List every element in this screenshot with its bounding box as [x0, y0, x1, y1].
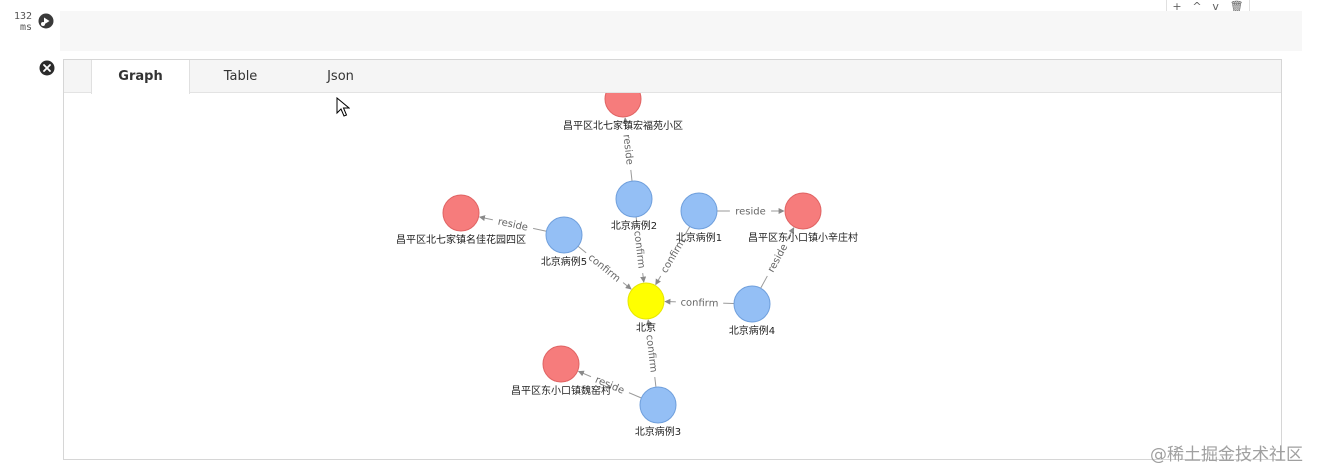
code-token: cypher_query [254, 50, 344, 51]
edge-label-group: confirm [643, 329, 661, 378]
edge-label: reside [497, 217, 529, 234]
code-token: 'row' [743, 50, 781, 51]
graph-node-place[interactable] [604, 93, 642, 118]
edge-label: reside [735, 207, 766, 218]
graph-node-case[interactable] [733, 285, 771, 323]
clear-output-icon[interactable] [39, 60, 55, 76]
node-label: 北京病例3 [635, 425, 681, 438]
edge-label-bg [620, 128, 637, 171]
code-token: 'graph' [789, 50, 842, 51]
graph-node-case[interactable] [545, 216, 583, 254]
code-token: ,formats=[ [668, 50, 743, 51]
node-label: 北京病例5 [541, 255, 587, 268]
edge-label-bg [729, 205, 772, 217]
move-up-icon[interactable]: ^ [1192, 0, 1202, 13]
graph-node-case[interactable] [615, 180, 653, 218]
code-line-1: cypher_result = ges_util.cypher_query("m… [66, 49, 1296, 51]
output-area: Graph Table Json reside reside reside resid… [63, 59, 1282, 460]
edge-label: confirm [586, 252, 622, 284]
edge-label-group: reside [491, 213, 535, 235]
edge-label-bg [491, 213, 535, 235]
edge-label-group: reside [729, 205, 772, 218]
edge-label-bg [762, 236, 793, 279]
code-token: , [781, 50, 789, 51]
node-label: 昌平区北七家镇宏福苑小区 [563, 119, 683, 132]
edge-label: reside [766, 242, 790, 274]
code-editor[interactable]: cypher_result = ges_util.cypher_query("m… [60, 11, 1302, 51]
node-label: 北京病例1 [676, 231, 722, 244]
edge-label-group: confirm [631, 225, 649, 274]
edge-label-bg [582, 248, 627, 288]
edge-label-bg [655, 232, 690, 280]
graph-node-case[interactable] [680, 192, 718, 230]
edge-label-bg [631, 225, 649, 274]
code-token: cypher_result = ges_util. [66, 50, 254, 51]
edge-label-group: confirm [582, 248, 627, 288]
run-cell-icon[interactable] [38, 13, 54, 29]
tab-json[interactable]: Json [327, 69, 354, 84]
code-token: "match (n)-[r]->(m) return n,r,m limit 1… [352, 50, 668, 51]
edge-label-bg [675, 295, 724, 310]
execution-count: 132 ms [13, 11, 32, 33]
graph-node-place[interactable] [784, 192, 822, 230]
graph-node-city[interactable] [627, 282, 665, 320]
output-tabbar: Graph Table Json [64, 60, 1281, 94]
code-token: ]); [841, 50, 864, 51]
add-cell-icon[interactable]: + [1172, 0, 1182, 13]
node-label: 昌平区北七家镇名佳花园四区 [396, 233, 526, 246]
node-label: 昌平区东小口镇魏窑村 [511, 384, 611, 397]
tab-table[interactable]: Table [223, 69, 258, 84]
edge-label-bg [643, 329, 661, 378]
tab-graph[interactable]: Graph [91, 60, 190, 94]
graph-node-place[interactable] [542, 345, 580, 383]
edge-label-bg [588, 371, 632, 399]
node-label: 北京病例2 [611, 219, 657, 232]
edge-label-group: confirm [675, 295, 724, 310]
graph-node-place[interactable] [442, 194, 480, 232]
delete-cell-icon[interactable]: 🗑 [1229, 0, 1244, 13]
edge-label: confirm [680, 297, 718, 309]
edge-label: confirm [643, 334, 658, 373]
move-down-icon[interactable]: v [1212, 0, 1219, 13]
node-label: 北京病例4 [729, 324, 775, 337]
node-label: 昌平区东小口镇小辛庄村 [748, 231, 858, 244]
code-token: ( [344, 50, 352, 51]
edge-label: reside [620, 134, 634, 166]
edge-label-group: reside [620, 128, 637, 171]
watermark: @稀土掘金技术社区 [1150, 445, 1303, 465]
mouse-cursor-icon [336, 97, 350, 117]
graph-node-case[interactable] [639, 386, 677, 424]
edge-label: confirm [631, 230, 646, 269]
node-label: 北京 [636, 321, 656, 334]
